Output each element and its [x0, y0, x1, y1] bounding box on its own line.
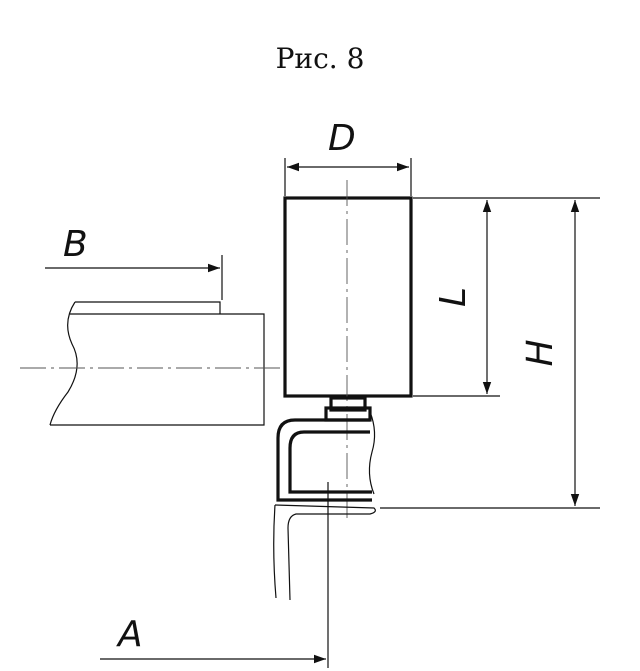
left-part-top-edge	[75, 301, 221, 314]
dim-a-label: A	[116, 614, 143, 655]
cylinder-body	[283, 196, 413, 398]
dim-h-label: H	[520, 339, 561, 366]
left-part-outline	[50, 313, 265, 426]
dim-l-label: L	[433, 287, 474, 307]
support-plate-edge	[273, 504, 277, 599]
support-plate	[274, 504, 376, 601]
dim-b-label: B	[63, 224, 88, 265]
figure-title: Рис. 8	[275, 42, 365, 75]
dim-d-label: D	[328, 118, 356, 159]
bracket-outer	[276, 418, 372, 502]
left-part-break-line	[49, 301, 78, 426]
bracket-inner	[288, 430, 372, 494]
connector-nut	[329, 396, 367, 412]
bracket-break-line	[368, 411, 376, 495]
